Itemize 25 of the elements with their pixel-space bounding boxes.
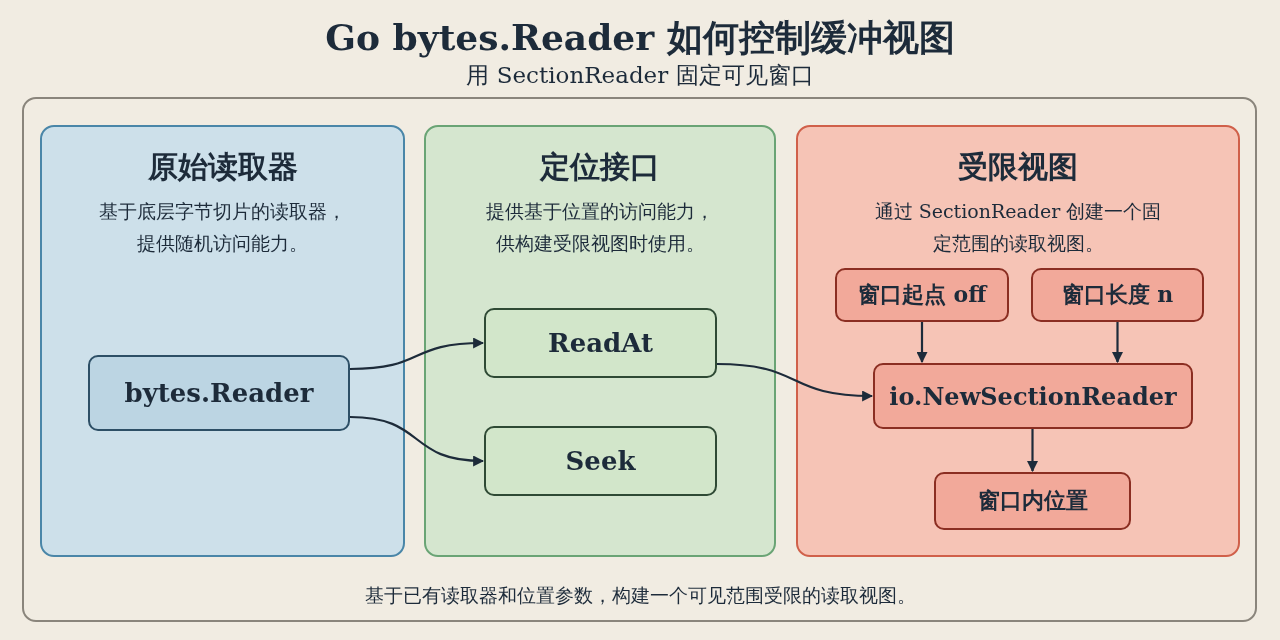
arrow — [349, 337, 485, 371]
panel-description: 基于底层字节切片的读取器，提供随机访问能力。 — [99, 199, 346, 256]
panel — [796, 125, 1240, 557]
panel-description: 提供基于位置的访问能力，供构建受限视图时使用。 — [485, 199, 715, 256]
arrow — [716, 362, 874, 402]
panel — [424, 125, 776, 557]
panel-heading: 定位接口 — [538, 148, 661, 186]
parameter-box: 窗口长度 n — [1031, 268, 1204, 322]
panel-heading: 受限视图 — [957, 148, 1079, 186]
caption: 基于已有读取器和位置参数，构建一个可见范围受限的读取视图。 — [363, 583, 917, 608]
panel-description: 通过 SectionReader 创建一个固定范围的读取视图。 — [873, 199, 1163, 256]
arrow — [916, 322, 928, 364]
arrow — [1027, 429, 1038, 473]
subtitle: 用 SectionReader 固定可见窗口 — [465, 61, 815, 90]
arrow — [349, 415, 485, 466]
code-box: bytes.Reader — [88, 355, 350, 431]
function-box: io.NewSectionReader — [873, 363, 1193, 429]
parameter-box: 窗口起点 off — [835, 268, 1009, 322]
panel-heading: 原始读取器 — [146, 148, 299, 186]
panel — [40, 125, 405, 557]
code-box: ReadAt — [484, 308, 717, 378]
result-box: 窗口内位置 — [934, 472, 1131, 530]
code-box: Seek — [484, 426, 717, 496]
arrow — [1112, 322, 1123, 364]
title: Go bytes.Reader 如何控制缓冲视图 — [324, 15, 956, 60]
